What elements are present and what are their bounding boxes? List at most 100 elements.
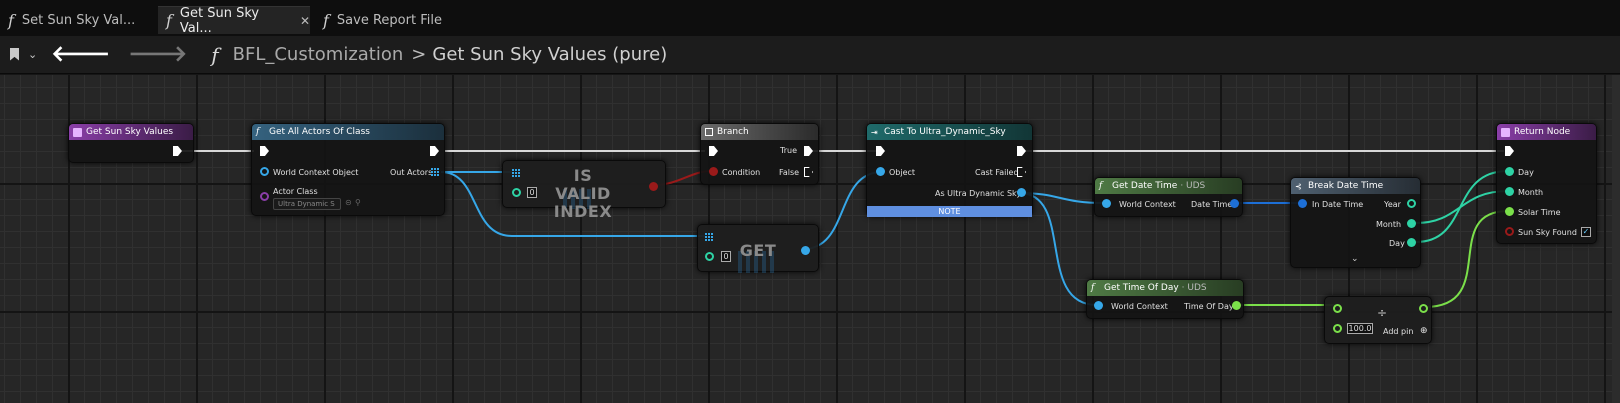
branch-icon [705, 128, 713, 136]
chevron-down-icon[interactable]: ⌄ [28, 48, 38, 61]
condition-pin[interactable] [709, 167, 718, 176]
pin-label: Condition [722, 168, 761, 177]
as-ultra-dynamic-sky-pin[interactable] [1017, 188, 1026, 197]
exec-false-pin[interactable] [804, 167, 813, 177]
get-time-of-day-node[interactable]: f Get Time Of Day · UDS World Context Ti… [1086, 279, 1244, 319]
object-pin[interactable] [876, 167, 885, 176]
branch-node[interactable]: Branch True Condition False [700, 123, 819, 185]
reset-icon[interactable]: ⊝ [345, 198, 352, 207]
exec-out-pin[interactable] [173, 146, 182, 156]
sun-sky-found-checkbox[interactable]: ✓ [1581, 227, 1591, 237]
pin-label: As Ultra Dynamic Sky [935, 189, 1022, 198]
break-date-time-node[interactable]: ⊰ Break Date Time Year In Date Time Mont… [1290, 177, 1421, 268]
node-title: Return Node [1514, 127, 1571, 137]
actor-class-pin[interactable] [260, 192, 269, 201]
node-header: f Get All Actors Of Class [252, 124, 444, 140]
pin-label: Object [889, 168, 916, 177]
tab-set-sun-sky-values[interactable]: f Set Sun Sky Val... [0, 6, 150, 34]
actor-class-dropdown[interactable]: Ultra Dynamic S [273, 198, 341, 210]
exec-out-pin[interactable] [1017, 146, 1026, 156]
cast-icon: ⇥ [871, 127, 878, 137]
day-pin[interactable] [1505, 167, 1514, 176]
expand-chevron-icon[interactable]: ⌄ [1351, 254, 1359, 264]
index-value-box[interactable]: 0 [527, 187, 537, 198]
add-pin-icon[interactable]: ⊕ [1420, 326, 1428, 336]
exec-in-pin[interactable] [260, 146, 269, 156]
search-icon[interactable]: ⚲ [355, 198, 361, 207]
tab-get-sun-sky-values[interactable]: f Get Sun Sky Val... ✕ [158, 6, 310, 36]
bookmark-icon[interactable] [8, 48, 22, 62]
note-bar[interactable]: NOTE [867, 206, 1032, 217]
node-subtitle: · UDS [1181, 283, 1207, 293]
world-context-pin[interactable] [1094, 301, 1103, 310]
exec-in-pin[interactable] [1505, 146, 1514, 156]
back-arrow-icon[interactable]: 🡐 [51, 41, 111, 67]
item-out-pin[interactable] [801, 246, 810, 255]
tab-save-report-file[interactable]: f Save Report File [315, 6, 465, 34]
close-icon[interactable]: ✕ [299, 13, 310, 28]
get-all-actors-node[interactable]: f Get All Actors Of Class World Context … [251, 123, 445, 216]
index-pin[interactable] [705, 252, 714, 261]
function-icon: f [256, 126, 260, 137]
solar-time-pin[interactable] [1505, 207, 1514, 216]
exec-true-pin[interactable] [804, 146, 813, 156]
scrollbar[interactable] [1612, 75, 1620, 403]
tab-label: Set Sun Sky Val... [21, 12, 136, 28]
node-subtitle: · UDS [1180, 181, 1206, 191]
date-time-pin[interactable] [1230, 199, 1239, 208]
array-texture [738, 251, 778, 273]
out-actors-pin[interactable] [431, 168, 439, 176]
function-icon: f [1099, 180, 1103, 191]
exec-in-pin[interactable] [876, 146, 885, 156]
node-header: Get Sun Sky Values [69, 124, 193, 140]
world-context-pin[interactable] [1102, 199, 1111, 208]
sun-sky-found-pin[interactable] [1505, 227, 1514, 236]
index-value-box[interactable]: 0 [721, 251, 731, 262]
day-pin[interactable] [1407, 238, 1416, 247]
tab-bar: f Set Sun Sky Val... f Get Sun Sky Val..… [0, 0, 1620, 36]
function-icon: f [8, 10, 14, 30]
node-title: Get Sun Sky Values [86, 127, 174, 137]
divisor-value-box[interactable]: 100.0 [1347, 323, 1373, 334]
get-date-time-node[interactable]: f Get Date Time · UDS World Context Date… [1094, 177, 1243, 217]
return-node[interactable]: Return Node Day Month Solar Time Sun Sky… [1496, 123, 1597, 244]
get-node[interactable]: 0 GET [697, 224, 819, 273]
is-valid-index-node[interactable]: 0 IS VALID INDEX [502, 160, 666, 221]
time-of-day-pin[interactable] [1232, 301, 1241, 310]
world-context-pin[interactable] [260, 167, 269, 176]
pin-label: Date Time [1191, 200, 1233, 209]
month-pin[interactable] [1407, 219, 1416, 228]
node-title: Cast To Ultra_Dynamic_Sky [884, 127, 1006, 137]
node-title: Break Date Time [1308, 181, 1384, 191]
cast-failed-pin[interactable] [1017, 167, 1026, 177]
result-pin[interactable] [1419, 304, 1428, 313]
node-title: Branch [717, 127, 749, 137]
exec-out-pin[interactable] [430, 146, 439, 156]
add-pin-label[interactable]: Add pin [1383, 327, 1414, 336]
pin-label: Solar Time [1518, 208, 1561, 217]
month-pin[interactable] [1505, 187, 1514, 196]
array-in-pin[interactable] [512, 169, 520, 177]
array-in-pin[interactable] [705, 233, 713, 241]
node-header: ⇥ Cast To Ultra_Dynamic_Sky [867, 124, 1032, 140]
pin-label: Out Actors [390, 168, 433, 177]
array-texture [563, 189, 595, 209]
pin-label: Sun Sky Found [1518, 228, 1577, 237]
exec-in-pin[interactable] [709, 146, 718, 156]
return-value-pin[interactable] [649, 182, 658, 191]
forward-arrow-icon[interactable]: 🡒 [128, 41, 188, 67]
dividend-pin[interactable] [1333, 304, 1342, 313]
breadcrumb-root[interactable]: BFL_Customization [232, 44, 404, 65]
divide-node[interactable]: ÷ 100.0 Add pin ⊕ [1324, 296, 1432, 344]
node-header: f Get Date Time · UDS [1095, 178, 1242, 194]
divisor-pin[interactable] [1333, 324, 1342, 333]
pin-label: True [780, 146, 797, 155]
entry-node[interactable]: Get Sun Sky Values [68, 123, 194, 163]
node-title: Get All Actors Of Class [269, 127, 370, 137]
divide-operator-icon: ÷ [1377, 306, 1388, 320]
in-date-time-pin[interactable] [1298, 199, 1307, 208]
index-pin[interactable] [512, 188, 521, 197]
pin-label: World Context Object [273, 168, 359, 177]
cast-node[interactable]: ⇥ Cast To Ultra_Dynamic_Sky Object Cast … [866, 123, 1033, 217]
year-pin[interactable] [1407, 199, 1416, 208]
